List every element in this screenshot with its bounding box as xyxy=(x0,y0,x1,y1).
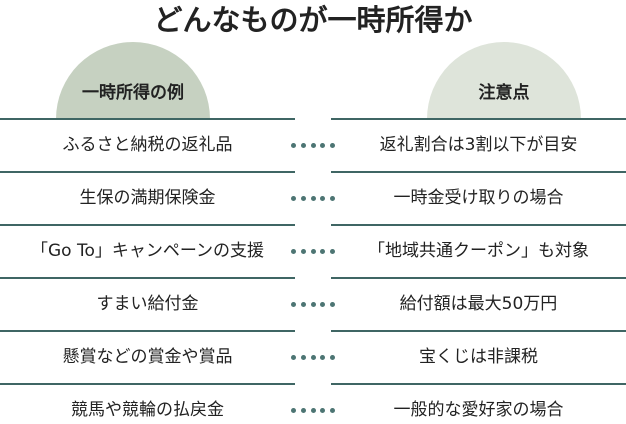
dot xyxy=(320,355,326,360)
dot xyxy=(330,408,335,413)
dotted-connector xyxy=(291,143,335,148)
note-cell: 返礼割合は3割以下が目安 xyxy=(379,135,578,155)
dot xyxy=(300,408,306,413)
dotted-connector xyxy=(291,249,335,254)
dotted-connector xyxy=(291,302,335,307)
row-divider xyxy=(331,330,626,332)
dot xyxy=(291,408,296,413)
row-divider xyxy=(0,330,295,332)
right-header: 注意点 xyxy=(478,83,530,103)
dot xyxy=(310,249,316,254)
example-cell: 生保の満期保険金 xyxy=(79,188,216,208)
dot xyxy=(291,143,296,148)
row-divider xyxy=(331,171,626,173)
row-divider xyxy=(0,383,295,385)
example-cell: すまい給付金 xyxy=(96,294,199,314)
dot xyxy=(291,196,296,201)
dot xyxy=(310,302,316,307)
example-cell: 懸賞などの賞金や賞品 xyxy=(62,347,233,367)
dot xyxy=(330,355,335,360)
note-cell: 一般的な愛好家の場合 xyxy=(393,400,564,420)
row-divider xyxy=(331,118,626,120)
note-cell: 一時金受け取りの場合 xyxy=(393,188,564,208)
dot xyxy=(310,355,316,360)
dot xyxy=(300,302,306,307)
dot xyxy=(291,302,296,307)
dot xyxy=(300,355,306,360)
dot xyxy=(320,249,326,254)
example-cell: ふるさと納税の返礼品 xyxy=(62,135,233,155)
dot xyxy=(320,196,326,201)
row-divider xyxy=(0,171,295,173)
example-cell: 「Go To」キャンペーンの支援 xyxy=(30,241,265,261)
dotted-connector xyxy=(291,196,335,201)
example-cell: 競馬や競輪の払戻金 xyxy=(71,400,224,420)
row-divider xyxy=(331,383,626,385)
row-divider xyxy=(0,224,295,226)
dot xyxy=(320,143,326,148)
dot xyxy=(300,196,306,201)
dot xyxy=(300,249,306,254)
dot xyxy=(320,302,326,307)
dot xyxy=(310,143,316,148)
dot xyxy=(330,302,335,307)
page-title: どんなものが一時所得か xyxy=(153,3,473,37)
dot xyxy=(320,408,326,413)
row-divider xyxy=(331,224,626,226)
row-divider xyxy=(0,277,295,279)
dot xyxy=(310,408,316,413)
row-divider xyxy=(0,118,295,120)
dotted-connector xyxy=(291,355,335,360)
dot xyxy=(330,249,335,254)
dot xyxy=(330,143,335,148)
dot xyxy=(291,355,296,360)
note-cell: 「地域共通クーポン」も対象 xyxy=(368,241,589,261)
note-cell: 宝くじは非課税 xyxy=(419,347,538,367)
left-header: 一時所得の例 xyxy=(82,83,184,103)
dot xyxy=(310,196,316,201)
dot xyxy=(300,143,306,148)
note-cell: 給付額は最大50万円 xyxy=(399,294,558,314)
dotted-connector xyxy=(291,408,335,413)
row-divider xyxy=(331,277,626,279)
dot xyxy=(330,196,335,201)
dot xyxy=(291,249,296,254)
